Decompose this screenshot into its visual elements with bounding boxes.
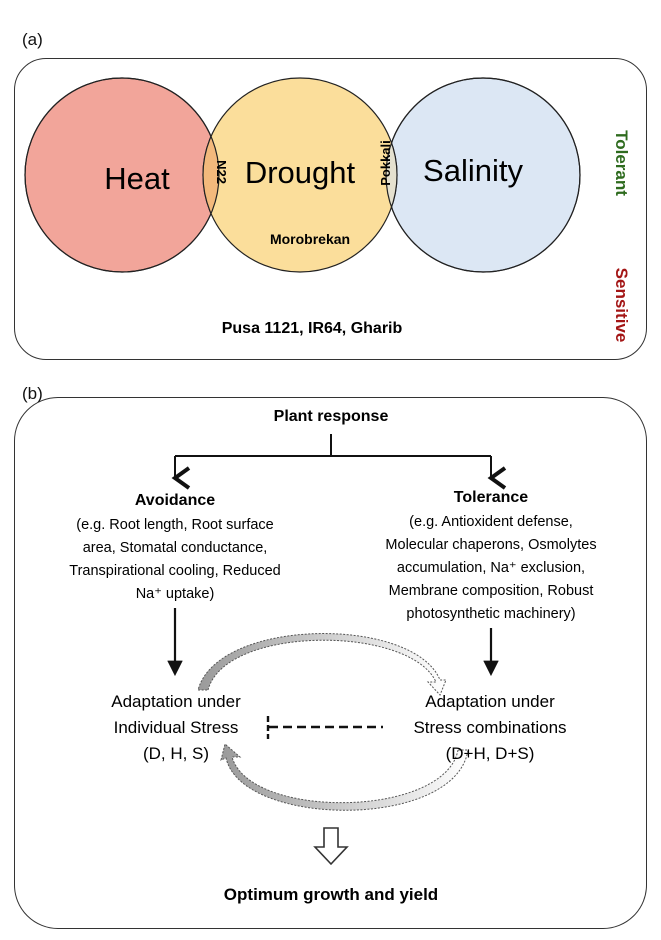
morobrekan-label: Morobrekan (270, 231, 350, 247)
combination-line: Adaptation under (425, 692, 555, 711)
drought-label: Drought (245, 155, 356, 190)
tolerance-line: Molecular chaperons, Osmolytes (385, 537, 596, 553)
venn-diagram: Heat Drought Salinity N22 Pokkali Morobr… (24, 77, 631, 343)
heat-circle-outline (24, 77, 220, 273)
tolerance-line: (e.g. Antioxident defense, (409, 514, 573, 530)
curved-arrow-bottom (220, 743, 469, 811)
heat-label: Heat (104, 161, 170, 196)
individual-line: Adaptation under (111, 692, 241, 711)
tolerant-label: Tolerant (612, 130, 631, 196)
drought-salinity-overlap (386, 78, 398, 272)
avoidance-line: Transpirational cooling, Reduced (69, 563, 280, 579)
plant-response-title: Plant response (274, 408, 389, 425)
curved-arrow-top (197, 633, 447, 696)
heat-drought-overlap (202, 78, 219, 272)
sensitive-varieties: Pusa 1121, IR64, Gharib (222, 320, 403, 337)
panel-b-label: (b) (22, 384, 43, 403)
combination-line: (D+H, D+S) (446, 744, 535, 763)
avoidance-line: area, Stomatal conductance, (83, 540, 268, 556)
hollow-down-arrow (313, 827, 349, 866)
tolerance-title: Tolerance (454, 489, 529, 506)
optimum-growth-label: Optimum growth and yield (224, 885, 438, 904)
n22-label: N22 (214, 160, 229, 184)
pokkali-label: Pokkali (378, 140, 393, 186)
sensitive-label: Sensitive (612, 268, 631, 343)
individual-line: Individual Stress (114, 718, 239, 737)
panel-a-label: (a) (22, 30, 43, 49)
tolerance-line: accumulation, Na⁺ exclusion, (397, 560, 585, 576)
combination-line: Stress combinations (413, 718, 566, 737)
avoidance-line: Na⁺ uptake) (136, 586, 215, 602)
individual-line: (D, H, S) (143, 744, 209, 763)
avoidance-line: (e.g. Root length, Root surface (76, 517, 273, 533)
salinity-label: Salinity (423, 153, 523, 188)
salinity-circle-outline (385, 77, 581, 273)
tolerance-line: photosynthetic machinery) (406, 606, 575, 622)
avoidance-title: Avoidance (135, 492, 215, 509)
tolerance-line: Membrane composition, Robust (389, 583, 594, 599)
